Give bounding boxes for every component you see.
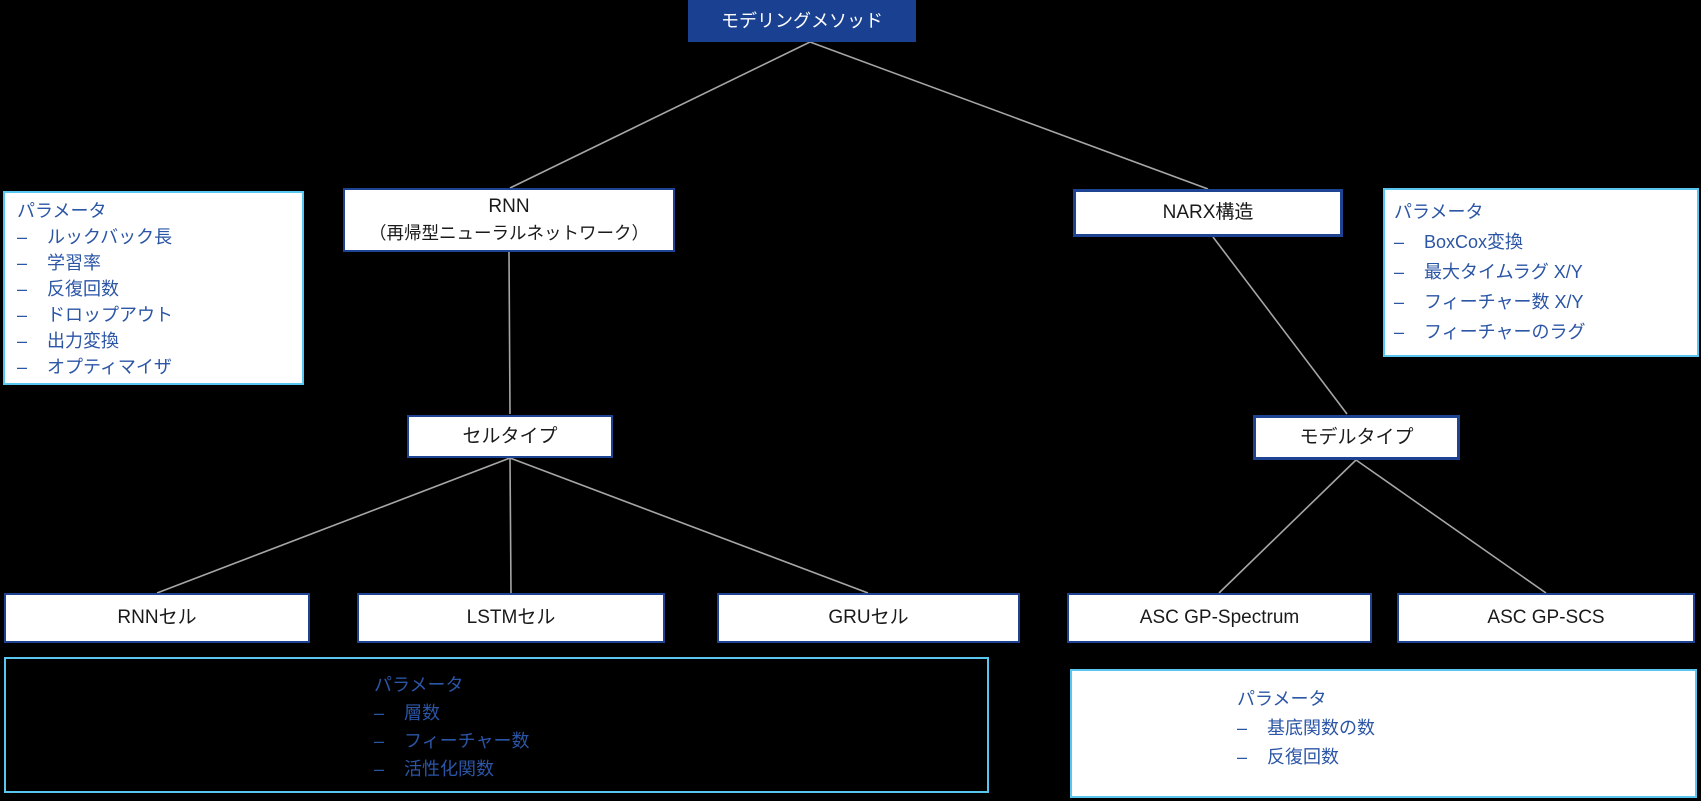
- param-item-label: 反復回数: [47, 279, 119, 299]
- node-asc-gp-scs: ASC GP-SCS: [1397, 593, 1695, 643]
- node-gru-cell: GRUセル: [717, 593, 1020, 643]
- param-item-label: 学習率: [47, 253, 101, 273]
- dash-bullet: –: [1237, 747, 1248, 767]
- param-item-label: フィーチャー数: [404, 731, 530, 751]
- param-list: –層数–フィーチャー数–活性化関数: [374, 699, 979, 783]
- param-item: –フィーチャー数: [374, 727, 979, 755]
- dash-bullet: –: [1394, 322, 1405, 342]
- param-item-label: 活性化関数: [404, 759, 494, 779]
- param-item-label: 基底関数の数: [1267, 718, 1375, 738]
- param-item: –反復回数: [1237, 743, 1687, 772]
- param-item-label: ルックバック長: [47, 227, 173, 247]
- node-model-type: モデルタイプ: [1253, 415, 1460, 460]
- param-title: パラメータ: [1394, 202, 1484, 222]
- dash-bullet: –: [1237, 718, 1248, 738]
- dash-bullet: –: [17, 357, 28, 377]
- node-narx: NARX構造: [1073, 189, 1343, 237]
- param-item-label: 層数: [404, 703, 440, 723]
- connector-rnn-celltype: [508, 251, 511, 415]
- param-list: –基底関数の数–反復回数: [1237, 714, 1687, 772]
- dash-bullet: –: [1394, 232, 1405, 252]
- param-box-cells: パラメータ –層数–フィーチャー数–活性化関数: [4, 657, 989, 793]
- param-item: –反復回数: [17, 276, 294, 302]
- param-item-label: 出力変換: [47, 331, 119, 351]
- dash-bullet: –: [17, 279, 28, 299]
- node-sublabel: （再帰型ニューラルネットワーク）: [369, 223, 649, 243]
- connector-modeltype-scs: [1355, 459, 1547, 594]
- connector-modeltype-spectrum: [1218, 459, 1357, 594]
- node-cell-type: セルタイプ: [407, 415, 613, 458]
- param-item-label: 反復回数: [1267, 747, 1339, 767]
- connector-celltype-rnncell: [156, 457, 511, 594]
- param-item: –学習率: [17, 250, 294, 276]
- param-box-narx: パラメータ –BoxCox変換–最大タイムラグ X/Y–フィーチャー数 X/Y–…: [1383, 188, 1699, 357]
- param-item-label: 最大タイムラグ X/Y: [1424, 262, 1583, 282]
- node-rnn-cell: RNNセル: [4, 593, 310, 643]
- param-item: –オプティマイザ: [17, 354, 294, 380]
- node-label: セルタイプ: [462, 425, 558, 447]
- dash-bullet: –: [17, 331, 28, 351]
- node-modeling-method: モデリングメソッド: [688, 0, 916, 42]
- param-title: パラメータ: [17, 201, 107, 221]
- node-label: モデルタイプ: [1299, 426, 1414, 448]
- connector-narx-modeltype: [1212, 236, 1348, 415]
- dash-bullet: –: [1394, 262, 1405, 282]
- node-rnn: RNN （再帰型ニューラルネットワーク）: [343, 188, 675, 252]
- param-item: –フィーチャー数 X/Y: [1394, 287, 1693, 317]
- param-item: –基底関数の数: [1237, 714, 1687, 743]
- param-item: –活性化関数: [374, 755, 979, 783]
- dash-bullet: –: [374, 731, 385, 751]
- param-title: パラメータ: [374, 675, 464, 695]
- param-list: –ルックバック長–学習率–反復回数–ドロップアウト–出力変換–オプティマイザ: [17, 224, 294, 380]
- param-item: –ドロップアウト: [17, 302, 294, 328]
- node-asc-gp-spectrum: ASC GP-Spectrum: [1067, 593, 1372, 643]
- dash-bullet: –: [1394, 292, 1405, 312]
- param-item-label: フィーチャーのラグ: [1424, 322, 1586, 342]
- node-label: RNN: [488, 196, 530, 217]
- param-item-label: オプティマイザ: [47, 357, 172, 377]
- node-label: LSTMセル: [466, 607, 556, 628]
- connector-celltype-lstmcell: [509, 457, 512, 594]
- node-label: ASC GP-Spectrum: [1139, 607, 1300, 628]
- connector-root-narx: [809, 41, 1209, 190]
- param-item: –フィーチャーのラグ: [1394, 317, 1693, 347]
- param-title: パラメータ: [1237, 689, 1327, 709]
- node-label: NARX構造: [1162, 202, 1254, 223]
- param-item: –層数: [374, 699, 979, 727]
- connector-celltype-grucell: [509, 457, 869, 594]
- param-box-rnn: パラメータ –ルックバック長–学習率–反復回数–ドロップアウト–出力変換–オプテ…: [3, 191, 304, 385]
- param-item-label: BoxCox変換: [1424, 232, 1524, 252]
- param-item: –BoxCox変換: [1394, 227, 1693, 257]
- param-item: –ルックバック長: [17, 224, 294, 250]
- node-label: GRUセル: [828, 607, 909, 628]
- param-item: –最大タイムラグ X/Y: [1394, 257, 1693, 287]
- node-label: ASC GP-SCS: [1487, 607, 1605, 628]
- dash-bullet: –: [374, 703, 385, 723]
- param-item-label: フィーチャー数 X/Y: [1424, 292, 1584, 312]
- param-box-asc: パラメータ –基底関数の数–反復回数: [1070, 669, 1697, 798]
- param-list: –BoxCox変換–最大タイムラグ X/Y–フィーチャー数 X/Y–フィーチャー…: [1394, 227, 1693, 347]
- node-lstm-cell: LSTMセル: [357, 593, 665, 643]
- dash-bullet: –: [17, 305, 28, 325]
- param-item-label: ドロップアウト: [47, 305, 173, 325]
- dash-bullet: –: [374, 759, 385, 779]
- dash-bullet: –: [17, 227, 28, 247]
- node-label: モデリングメソッド: [721, 11, 883, 31]
- param-item: –出力変換: [17, 328, 294, 354]
- node-label: RNNセル: [117, 607, 197, 628]
- dash-bullet: –: [17, 253, 28, 273]
- connector-root-rnn: [509, 41, 811, 189]
